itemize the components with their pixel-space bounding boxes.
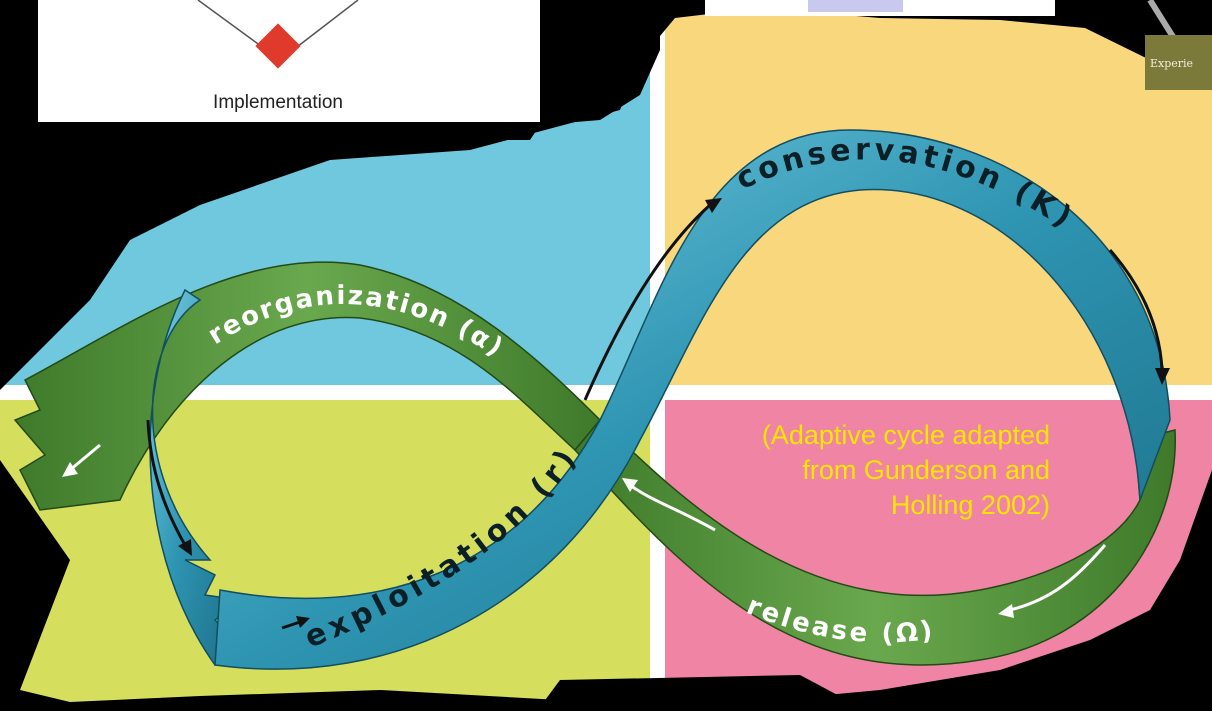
exploitation-arrow	[583, 203, 712, 401]
bottom-mask	[540, 675, 860, 707]
implementation-label: Implementation	[213, 92, 343, 113]
arrow-head-icon	[622, 478, 638, 492]
arrow-head-icon	[705, 198, 722, 213]
arrow-head-icon	[62, 462, 78, 477]
citation-caption: (Adaptive cycle adapted from Gunderson a…	[640, 418, 1050, 523]
top-center-fragment	[705, 0, 1055, 16]
arrow-head-icon	[998, 604, 1014, 618]
implementation-figure: Implementation	[38, 0, 540, 122]
growth-ribbon	[214, 129, 1171, 670]
arrow-head-icon	[296, 616, 310, 628]
top-right-fragment: Experie	[1145, 0, 1212, 90]
caption-line: from Gunderson and	[802, 455, 1050, 485]
arrow-head-icon	[178, 539, 192, 556]
release-arrow	[629, 483, 716, 532]
caption-line: (Adaptive cycle adapted	[761, 420, 1050, 450]
cycle-arrows	[62, 198, 1170, 630]
backloop-arrow	[146, 419, 187, 546]
caption-line: Holling 2002)	[890, 490, 1050, 520]
exit-arrow	[69, 443, 101, 472]
release-ribbon	[574, 418, 1176, 666]
arrow-head-icon	[1155, 368, 1170, 385]
experience-label: Experie	[1150, 57, 1193, 70]
reorganization-ribbon	[13, 261, 602, 511]
release-out-arrow	[1009, 544, 1107, 612]
conservation-arrow	[1108, 249, 1164, 371]
adaptive-cycle-ribbons	[13, 129, 1176, 670]
